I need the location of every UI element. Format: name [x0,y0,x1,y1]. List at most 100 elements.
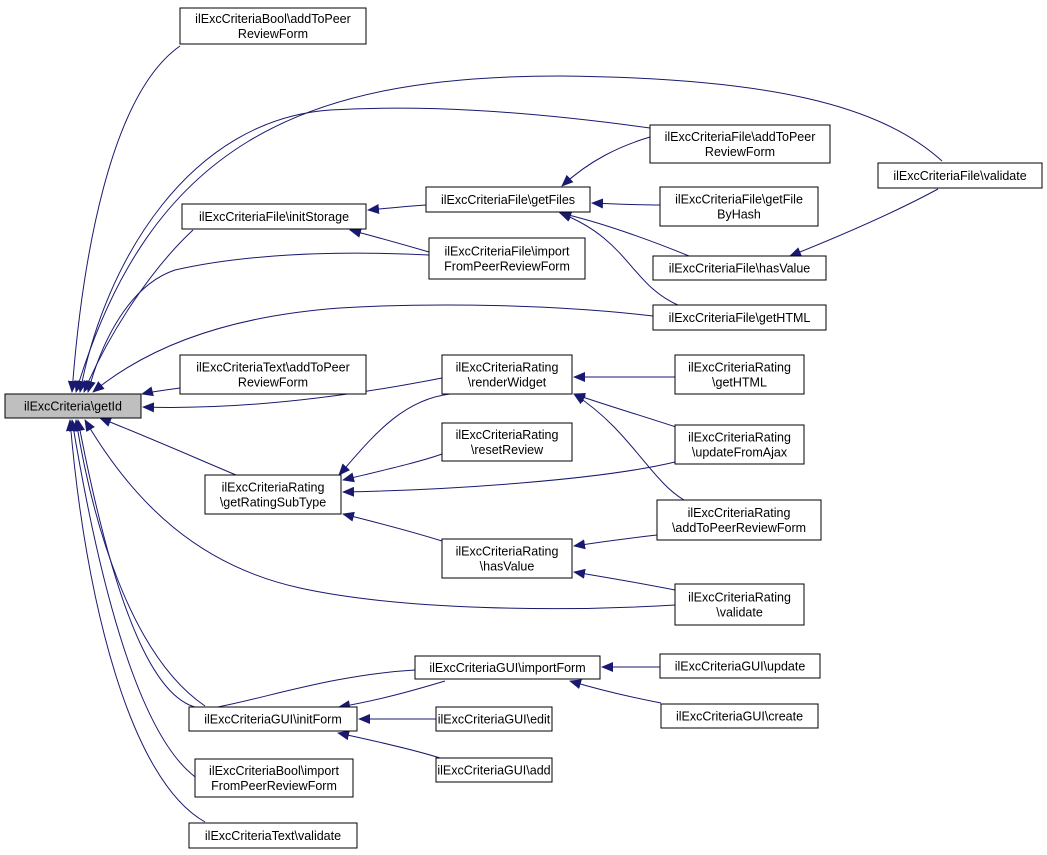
node-gui_init[interactable]: ilExcCriteriaGUI\initForm [188,706,358,732]
node-box [441,538,573,579]
node-label: ilExcCriteriaGUI\update [675,660,806,674]
edge-rating_subtype-to-root [99,417,237,476]
node-label: ReviewForm [238,27,308,41]
edge-bool_import-to-root [68,419,210,786]
node-gui_update[interactable]: ilExcCriteriaGUI\update [659,653,821,679]
node-box [877,162,1043,189]
edge-file_hasvalue-to-file_getfiles [559,210,690,257]
node-box [441,422,573,462]
node-box [188,706,358,732]
node-label: \addToPeerReviewForm [672,521,806,535]
node-label: ilExcCriteriaRating [456,428,559,442]
node-gui_create[interactable]: ilExcCriteriaGUI\create [660,703,819,729]
edge-gui_import-to-root [75,419,416,710]
node-gui_edit[interactable]: ilExcCriteriaGUI\edit [435,706,553,732]
node-bool_import[interactable]: ilExcCriteriaBool\importFromPeerReviewFo… [194,758,354,798]
node-rating_render[interactable]: ilExcCriteriaRating\renderWidget [441,354,573,395]
edges-layer [65,45,943,823]
edge-file_getfiles-to-file_init [367,204,427,214]
nodes-layer: ilExcCriteria\getId ilExcCriteriaBool\add… [4,7,1043,849]
node-box [649,124,831,164]
edge-gui_create-to-gui_import [569,679,662,704]
node-box [204,474,342,515]
node-label: \renderWidget [468,376,547,390]
node-file_init[interactable]: ilExcCriteriaFile\initStorage [181,203,367,230]
node-rating_gethtml[interactable]: ilExcCriteriaRating\getHTML [674,354,805,395]
node-label: ilExcCriteriaFile\import [444,245,570,259]
node-box [441,354,573,395]
node-box [652,255,827,281]
node-box [425,186,591,213]
edge-rating_reset-to-rating_subtype [342,453,443,483]
node-rating_addpeer[interactable]: ilExcCriteriaRating\addToPeerReviewForm [656,499,822,541]
node-label: \validate [716,606,763,620]
edge-file_import-to-file_init [349,228,430,253]
node-rating_hasvalue[interactable]: ilExcCriteriaRating\hasValue [441,538,573,579]
node-text_add[interactable]: ilExcCriteriaText\addToPeerReviewForm [179,354,367,395]
node-label: ilExcCriteriaGUI\initForm [204,713,342,727]
edge-file_addpeer-to-file_getfiles [561,136,651,187]
node-label: ReviewForm [238,376,308,390]
node-rating_validate[interactable]: ilExcCriteriaRating\validate [674,583,805,626]
node-gui_import[interactable]: ilExcCriteriaGUI\importForm [414,655,601,680]
node-label: ilExcCriteriaGUI\create [676,710,803,724]
node-box [674,424,805,465]
node-box [435,706,553,732]
node-rating_update[interactable]: ilExcCriteriaRating\updateFromAjax [674,424,805,465]
node-box [414,655,601,680]
edge-rating_validate-to-root [84,419,676,610]
node-box [194,758,354,798]
edge-rating_hasvalue-to-rating_subtype [342,511,443,542]
node-file_getfiles[interactable]: ilExcCriteriaFile\getFiles [425,186,591,213]
edge-rating_update-to-rating_subtype [342,461,676,497]
node-label: ilExcCriteriaGUI\importForm [429,661,585,675]
node-box [179,7,367,45]
node-box [659,186,819,227]
edge-file_import-to-root [86,252,430,393]
node-label: ilExcCriteriaFile\getHTML [669,311,811,325]
node-label: ilExcCriteriaRating [688,506,791,520]
node-rating_reset[interactable]: ilExcCriteriaRating\resetReview [441,422,573,462]
edge-bool_add-to-root [67,45,181,393]
edge-gui_import-to-gui_init [338,680,446,711]
node-label: ilExcCriteriaRating [688,431,791,445]
node-label: ReviewForm [705,145,775,159]
node-file_addpeer[interactable]: ilExcCriteriaFile\addToPeerReviewForm [649,124,831,164]
node-label: \resetReview [471,443,544,457]
edge-rating_addpeer-to-rating_render [573,393,685,501]
edge-file_gethtml-to-file_getfiles [559,212,681,307]
edge-file_getfile-to-file_getfiles [591,198,661,209]
edge-file_addpeer-to-root [77,107,651,393]
node-label: ilExcCriteriaBool\import [209,764,339,778]
node-text_validate[interactable]: ilExcCriteriaText\validate [188,822,358,849]
node-label: ilExcCriteriaRating [688,591,791,605]
edge-gui_init-to-root [72,419,206,707]
node-label: ilExcCriteriaRating [456,361,559,375]
node-label: \updateFromAjax [692,446,788,460]
node-label: ilExcCriteriaGUI\edit [438,713,551,727]
node-label: ilExcCriteriaBool\addToPeer [195,12,351,26]
edge-text_add-to-root [141,386,181,397]
node-file_gethtml[interactable]: ilExcCriteriaFile\getHTML [652,304,827,331]
node-label: ByHash [717,208,761,222]
edge-rating_addpeer-to-rating_hasvalue [573,534,658,550]
node-root[interactable]: ilExcCriteria\getId [4,393,142,419]
node-rating_subtype[interactable]: ilExcCriteriaRating\getRatingSubType [204,474,342,515]
node-file_hasvalue[interactable]: ilExcCriteriaFile\hasValue [652,255,827,281]
node-box [179,354,367,395]
node-file_import[interactable]: ilExcCriteriaFile\importFromPeerReviewFo… [428,237,586,280]
node-label: ilExcCriteriaGUI\add [437,764,550,778]
node-label: FromPeerReviewForm [211,779,337,793]
node-gui_add[interactable]: ilExcCriteriaGUI\add [435,757,553,783]
node-bool_add[interactable]: ilExcCriteriaBool\addToPeerReviewForm [179,7,367,45]
node-label: \getHTML [712,376,767,390]
node-label: \getRatingSubType [220,496,326,510]
node-file_validate[interactable]: ilExcCriteriaFile\validate [877,162,1043,189]
edge-file_init-to-root [83,229,194,393]
node-label: \hasValue [480,560,535,574]
node-label: ilExcCriteriaFile\initStorage [199,210,349,224]
edge-rating_validate-to-rating_hasvalue [573,568,676,591]
node-label: ilExcCriteriaFile\validate [893,169,1026,183]
